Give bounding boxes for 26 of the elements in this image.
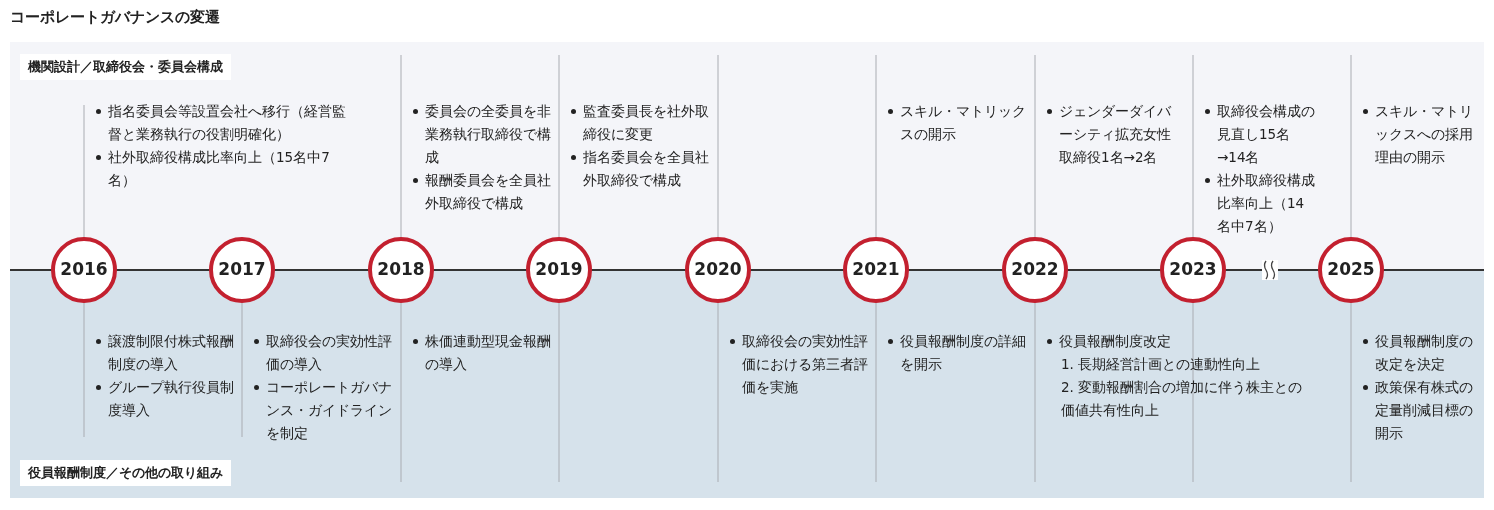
event-text: スキル・マトリックスの開示: [900, 102, 1027, 144]
event-text: 取締役会構成の見直し15名→14名: [1217, 102, 1316, 167]
title: コーポレートガバナンスの変遷: [10, 7, 220, 28]
event-text: グループ執行役員制度導入: [108, 378, 235, 420]
event-text: 1. 長期経営計画との連動性向上: [1060, 355, 1262, 374]
band-heading: 役員報酬制度／その他の取り組み: [20, 460, 231, 486]
event-text: 役員報酬制度の詳細を開示: [900, 332, 1027, 374]
event-text: スキル・マトリックスへの採用理由の開示: [1375, 102, 1474, 167]
event-text: 委員会の全委員を非業務執行取締役で構成: [425, 102, 552, 167]
event-text: 社外取締役構成比率向上（14名中7名）: [1217, 171, 1316, 236]
event-text: 役員報酬制度の改定を決定: [1375, 332, 1474, 374]
event-text: 社外取締役構成比率向上（15名中7名）: [108, 148, 331, 190]
event-text: 指名委員会を全員社外取締役で構成: [583, 148, 710, 190]
event-text: コーポレートガバナンス・ガイドラインを制定: [266, 378, 393, 443]
event-text: 取締役会の実効性評価の導入: [266, 332, 393, 374]
event-text: ジェンダーダイバーシティ拡充女性取締役1名→2名: [1059, 102, 1171, 167]
event-text: 取締役会の実効性評価における第三者評価を実施: [742, 332, 869, 397]
event-text: 監査委員長を社外取締役に変更: [583, 102, 710, 144]
band-heading: 機関設計／取締役会・委員会構成: [20, 54, 231, 80]
event-text: 指名委員会等設置会社へ移行（経営監督と業務執行の役割明確化）: [108, 102, 347, 144]
event-text: 役員報酬制度改定: [1059, 332, 1172, 351]
event-text: 株価連動型現金報酬の導入: [425, 332, 552, 374]
event-text: 2. 変動報酬割合の増加に伴う株主との価値共有性向上: [1060, 378, 1304, 420]
event-text: 報酬委員会を全員社外取締役で構成: [425, 171, 552, 213]
event-text: 譲渡制限付株式報酬制度の導入: [108, 332, 235, 374]
event-text: 政策保有株式の定量削減目標の開示: [1375, 378, 1474, 443]
